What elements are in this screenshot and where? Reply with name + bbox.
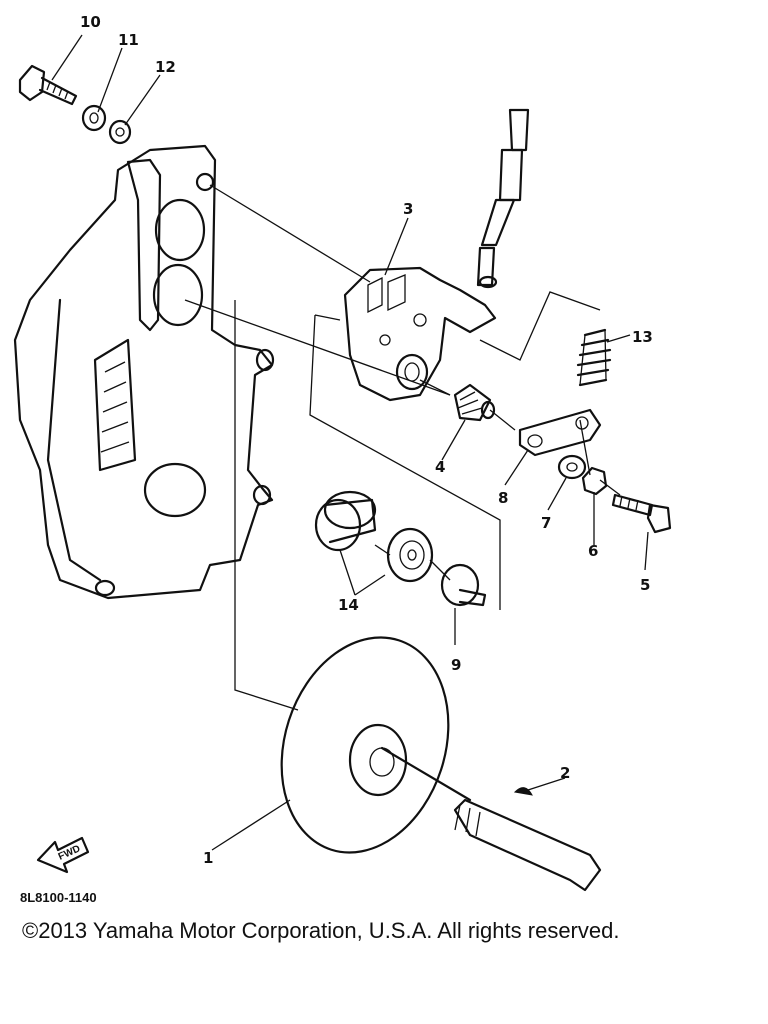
callout-8: 8 [498,489,508,507]
callout-13: 13 [632,328,653,346]
bolt-10 [18,64,78,106]
washer-7 [557,454,587,480]
shaft [453,798,602,892]
callout-2: 2 [560,764,570,782]
callout-5: 5 [640,576,650,594]
forward-arrow-icon: FWD [36,836,90,874]
pin-9 [440,563,487,607]
cap-14 [314,490,377,552]
copyright-notice: ©2013 Yamaha Motor Corporation, U.S.A. A… [22,918,620,943]
cable [476,108,530,289]
key-2 [513,787,533,796]
callout-3: 3 [403,200,413,218]
spring-13 [576,328,612,387]
bolt-5 [611,493,672,534]
callout-11: 11 [118,31,139,49]
washer-11 [81,104,107,132]
nut-6 [581,466,608,496]
roller-14 [386,527,434,583]
leader-lines [51,34,649,851]
sheave-disc-1 [280,636,472,854]
callout-10: 10 [80,13,101,31]
callout-6: 6 [588,542,598,560]
bushing-4 [453,383,496,422]
plate-8 [518,408,602,457]
callout-1: 1 [203,849,213,867]
diagram-code: 8L8100-1140 [20,890,97,905]
callout-7: 7 [541,514,551,532]
callout-12: 12 [155,58,176,76]
callout-9: 9 [451,656,461,674]
lever-body-3 [343,266,497,402]
callout-14: 14 [338,596,359,614]
washer-12 [108,119,132,145]
callout-4: 4 [435,458,445,476]
housing-bracket [13,144,275,600]
assembly-lines [184,184,621,711]
fwd-label: FWD [57,843,82,862]
